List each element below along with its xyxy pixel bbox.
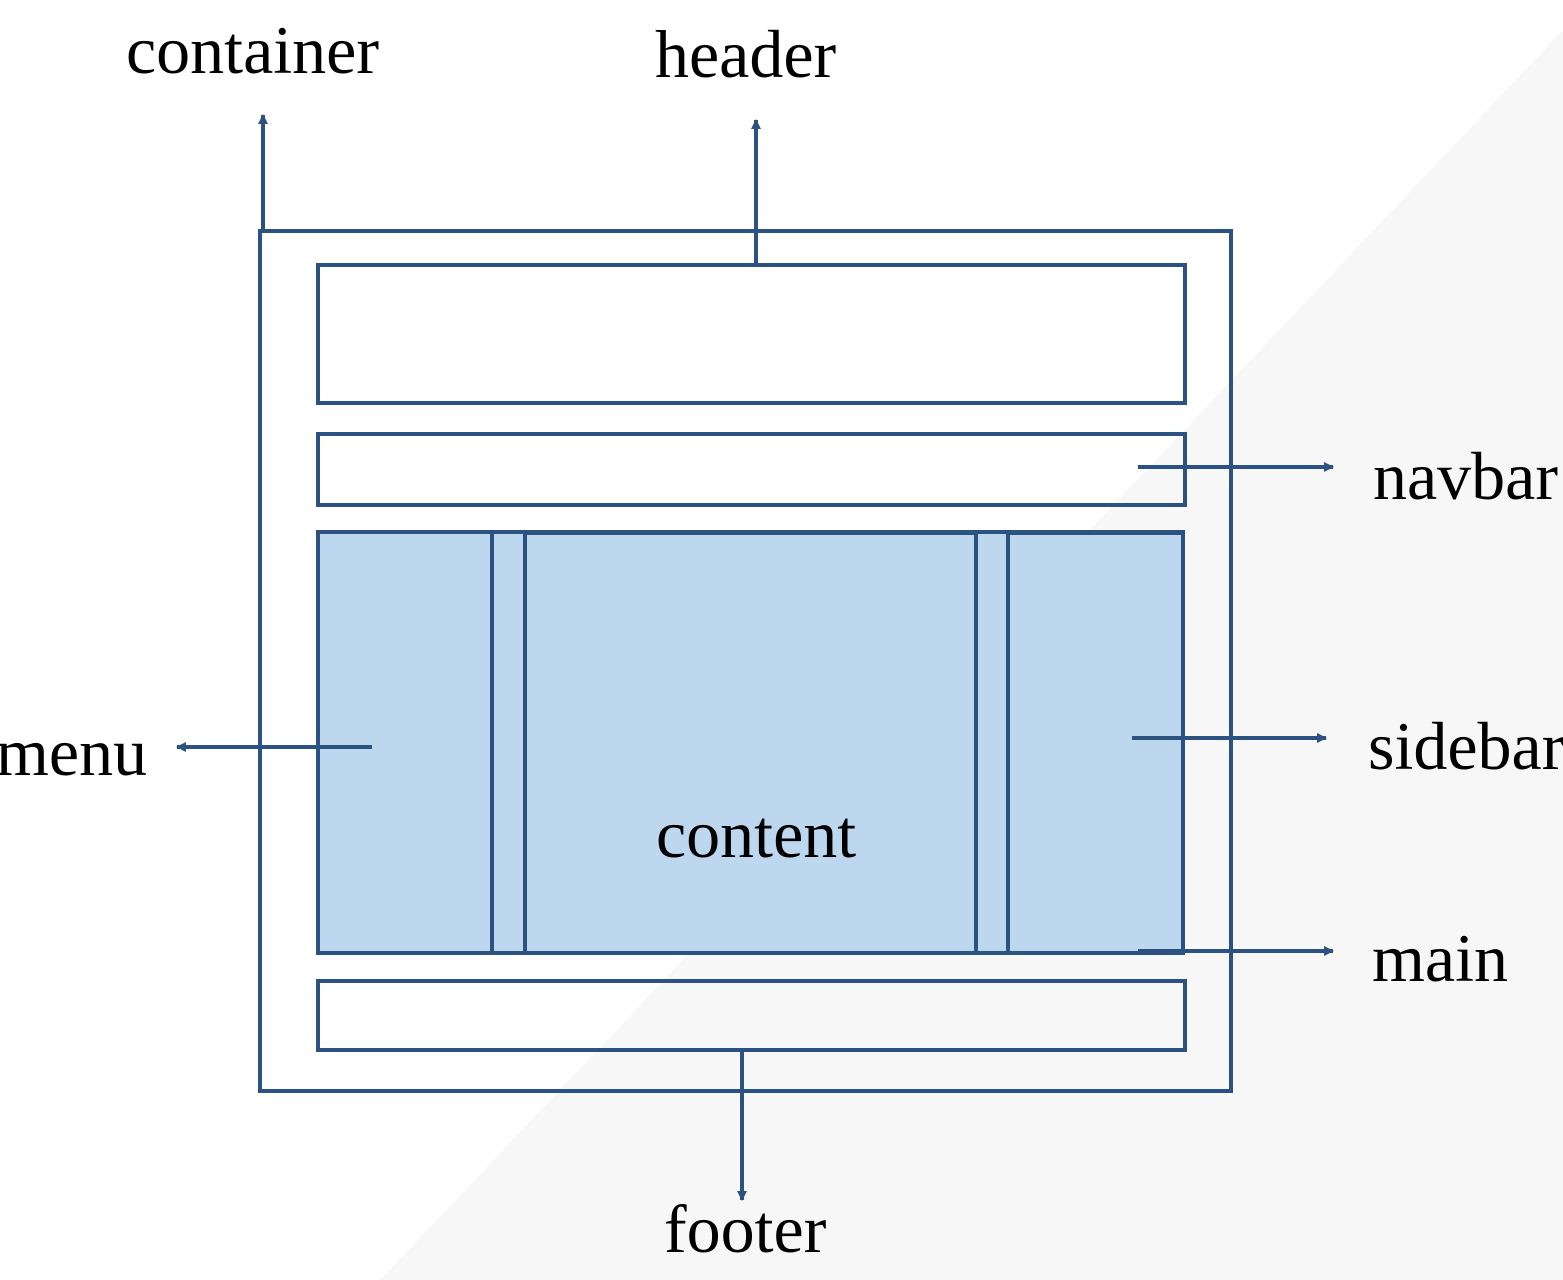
- sidebar-box: [1006, 531, 1185, 955]
- footer-box: [316, 979, 1187, 1052]
- content-box: [523, 531, 978, 955]
- menu-box: [316, 530, 494, 955]
- container-label: container: [126, 12, 379, 88]
- content-label: content: [656, 796, 857, 872]
- navbar-box: [316, 432, 1187, 507]
- header-box: [316, 263, 1187, 405]
- container-box: [258, 229, 1233, 1093]
- header-label: header: [655, 16, 837, 92]
- main-label: main: [1372, 920, 1508, 996]
- menu-label: menu: [0, 714, 148, 790]
- navbar-label: navbar: [1373, 438, 1559, 514]
- sidebar-label: sidebar: [1368, 708, 1563, 784]
- footer-label: footer: [664, 1191, 827, 1267]
